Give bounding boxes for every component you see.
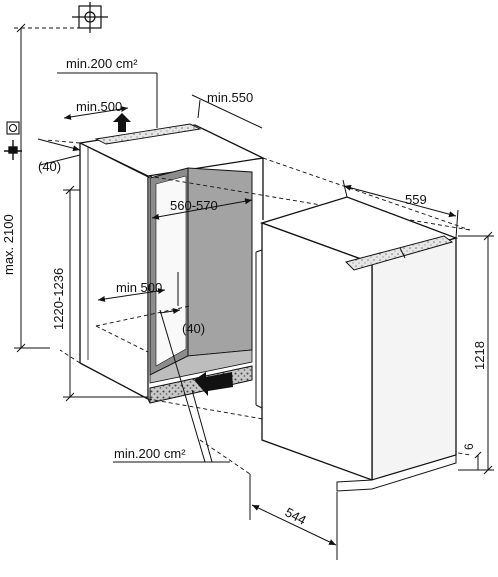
vent-bottom-area-callout bbox=[113, 309, 230, 463]
crosshair-square-icon bbox=[72, 2, 108, 33]
bottom-min-dimension bbox=[97, 272, 179, 306]
vent-top-width-dimension bbox=[63, 106, 129, 120]
appliance-height-dimension bbox=[458, 231, 494, 475]
niche-width-label: 560-570 bbox=[170, 198, 218, 213]
top-airflow-arrow-icon bbox=[113, 113, 131, 132]
power-plug-icon bbox=[4, 140, 22, 160]
vent-top-area-callout bbox=[57, 72, 158, 128]
gap-bottom-dimension bbox=[474, 451, 482, 470]
bottom-min-label: min 500 bbox=[116, 280, 162, 295]
power-socket-icon bbox=[6, 121, 20, 135]
vent-bottom-area-label: min.200 cm² bbox=[114, 446, 186, 461]
vent-top-width-label: min.500 bbox=[76, 99, 122, 114]
appliance-body bbox=[255, 196, 459, 492]
vent-top-area-label: min.200 cm² bbox=[66, 56, 138, 71]
offset-40-top-label: (40) bbox=[38, 159, 61, 174]
depth-min-dimension bbox=[191, 94, 263, 129]
max-height-dimension bbox=[14, 23, 85, 353]
max-height-label: max. 2100 bbox=[1, 214, 16, 275]
appliance-vent-grille bbox=[345, 235, 454, 271]
niche-height-label: 1220-1236 bbox=[51, 268, 66, 330]
bottom-airflow-arrow-icon bbox=[194, 372, 233, 396]
offset-40-top-dimension bbox=[37, 138, 81, 166]
niche-height-dimension bbox=[63, 185, 148, 402]
offset-40-bottom-dimension bbox=[159, 308, 181, 315]
gap-bottom-label: 6 bbox=[462, 443, 476, 450]
offset-40-bottom-label: (40) bbox=[182, 321, 205, 336]
appliance-height-label: 1218 bbox=[472, 341, 487, 370]
appliance-depth-dimension bbox=[249, 474, 338, 560]
appliance-depth-label: 544 bbox=[283, 504, 309, 527]
niche-width-dimension bbox=[151, 198, 253, 220]
appliance-width-label: 559 bbox=[405, 192, 427, 207]
depth-min-label: min.550 bbox=[207, 90, 253, 105]
appliance-width-dimension bbox=[342, 179, 459, 239]
